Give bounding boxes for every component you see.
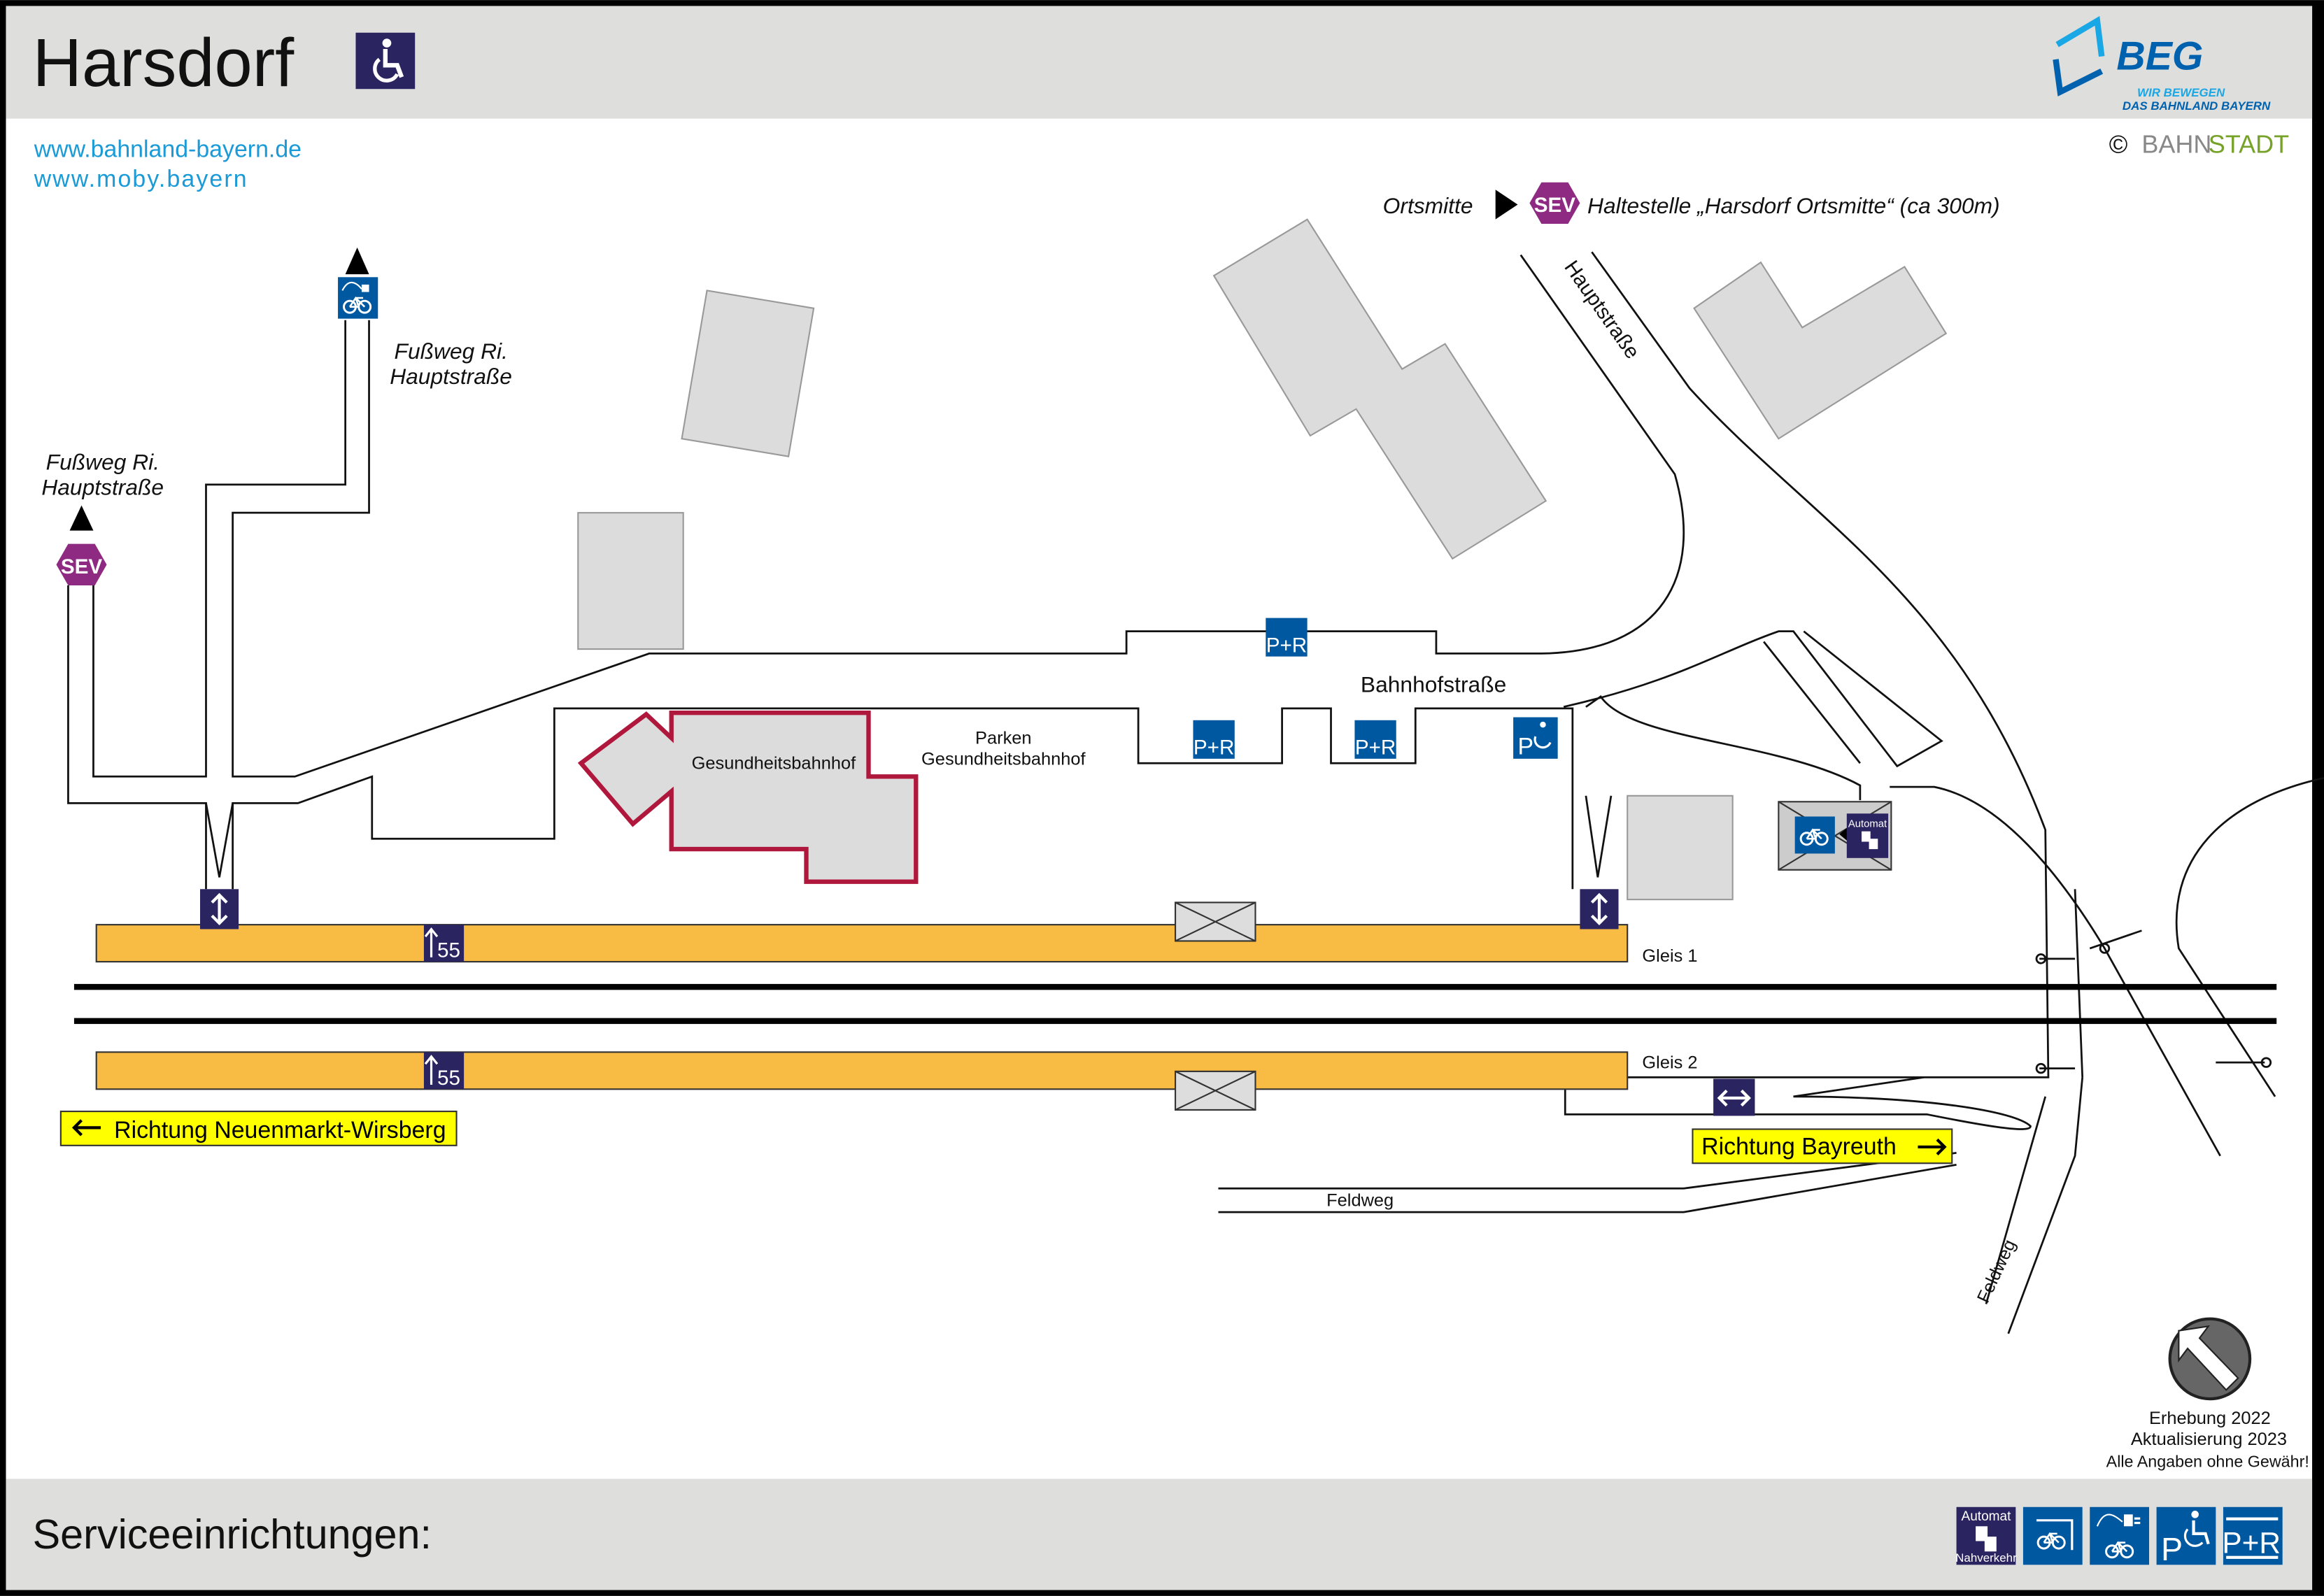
link-bahnland-bayern[interactable]: www.bahnland-bayern.de	[34, 136, 302, 163]
sev-icon: SEV	[1529, 182, 1580, 225]
svg-text:P+R: P+R	[2222, 1526, 2281, 1559]
svg-text:©: ©	[2109, 129, 2128, 158]
svg-text:STADT: STADT	[2209, 129, 2289, 158]
svg-text:P: P	[1517, 734, 1533, 760]
survey-note: Erhebung 2022	[2149, 1409, 2271, 1428]
service-park-and-ride-icon: P+R	[2222, 1506, 2283, 1565]
sev-icon: SEV	[56, 543, 107, 585]
svg-text:P: P	[2161, 1531, 2183, 1567]
feldweg-label: Feldweg	[1326, 1191, 1394, 1211]
gleis-2-label: Gleis 2	[1642, 1053, 1697, 1073]
platform-gleis-2	[95, 1051, 1629, 1090]
service-disabled-parking-icon: P	[2156, 1506, 2216, 1567]
footpath-label-2b: Hauptstraße	[41, 475, 164, 500]
svg-text:P+R: P+R	[1266, 634, 1308, 657]
service-bike-parking-icon	[2022, 1506, 2083, 1565]
svg-text:55: 55	[437, 1067, 460, 1090]
parken-label: Parken	[975, 729, 1032, 748]
roads	[67, 251, 2324, 1334]
north-arrow-icon	[2168, 1317, 2252, 1401]
direction-west-sign: Richtung Neuenmarkt-Wirsberg	[59, 1111, 458, 1146]
gesundheitsbahnhof-building: Gesundheitsbahnhof	[577, 711, 919, 884]
arrow-up-icon	[69, 505, 94, 531]
svg-text:Richtung Neuenmarkt-Wirsberg: Richtung Neuenmarkt-Wirsberg	[114, 1117, 446, 1143]
svg-text:SEV: SEV	[1534, 194, 1576, 217]
svg-text:Nahverkehr: Nahverkehr	[1955, 1551, 2017, 1565]
platform-gleis-1	[95, 924, 1629, 963]
e-bike-charging-icon	[338, 277, 378, 319]
gleis-1-label: Gleis 1	[1642, 946, 1697, 966]
parken-label-2: Gesundheitsbahnhof	[921, 749, 1086, 769]
shelter-icon	[1175, 902, 1256, 1111]
footer-bar	[6, 1479, 2313, 1590]
svg-text:SEV: SEV	[61, 555, 103, 578]
svg-text:BAHN: BAHN	[2141, 129, 2211, 158]
footpath-label-1b: Hauptstraße	[390, 364, 512, 389]
bahnhofstrasse-label: Bahnhofstraße	[1361, 672, 1506, 697]
svg-text:DAS BAHNLAND BAYERN: DAS BAHNLAND BAYERN	[2123, 99, 2271, 113]
services-label: Serviceeinrichtungen:	[33, 1511, 432, 1558]
header-bar	[6, 6, 2313, 119]
buildings	[577, 218, 1948, 901]
arrow-up-icon	[345, 247, 369, 275]
wheelchair-icon	[355, 32, 416, 90]
service-e-bike-charging-icon	[2090, 1506, 2150, 1565]
svg-text:Gesundheitsbahnhof: Gesundheitsbahnhof	[692, 754, 856, 774]
service-ticket-machine-icon: Automat Nahverkehr	[1955, 1506, 2017, 1565]
sev-stop-label: Haltestelle „Harsdorf Ortsmitte“ (ca 300…	[1587, 193, 2000, 218]
svg-text:Richtung Bayreuth: Richtung Bayreuth	[1701, 1134, 1897, 1160]
update-note: Aktualisierung 2023	[2131, 1430, 2287, 1449]
station-title: Harsdorf	[33, 24, 295, 101]
ortsmitte-label: Ortsmitte	[1383, 193, 1473, 218]
svg-text:P+R: P+R	[1193, 736, 1235, 760]
beg-logo: BEG WIR BEWEGEN DAS BAHNLAND BAYERN	[2053, 15, 2271, 113]
footpath-label-1: Fußweg Ri.	[395, 339, 508, 364]
platform-height-sign-2: 55	[423, 1052, 465, 1090]
disabled-parking-icon: P	[1513, 717, 1558, 760]
svg-text:Automat: Automat	[1961, 1509, 2011, 1524]
direction-east-sign: Richtung Bayreuth	[1692, 1128, 1953, 1164]
park-and-ride-icon: P+R P+R P+R	[1193, 618, 1396, 760]
footpath-label-2: Fußweg Ri.	[46, 450, 160, 475]
bahnstadt-copyright: © BAHN STADT	[2109, 129, 2289, 158]
bike-parking-and-ticket-machine: Automat	[1778, 801, 1892, 871]
svg-text:WIR BEWEGEN: WIR BEWEGEN	[2137, 86, 2225, 99]
track-2	[73, 1018, 2277, 1025]
svg-text:P+R: P+R	[1355, 736, 1396, 760]
arrow-icon	[1495, 190, 1518, 220]
access-arrow-icon	[200, 889, 1755, 1116]
platform-height-sign-1: 55	[423, 925, 465, 962]
svg-text:BEG: BEG	[2116, 34, 2203, 79]
link-moby-bayern[interactable]: www.moby.bayern	[34, 166, 248, 192]
svg-text:55: 55	[437, 939, 460, 962]
track-1	[73, 983, 2277, 990]
disclaimer: Alle Angaben ohne Gewähr!	[2106, 1453, 2309, 1471]
svg-text:Automat: Automat	[1848, 818, 1887, 829]
